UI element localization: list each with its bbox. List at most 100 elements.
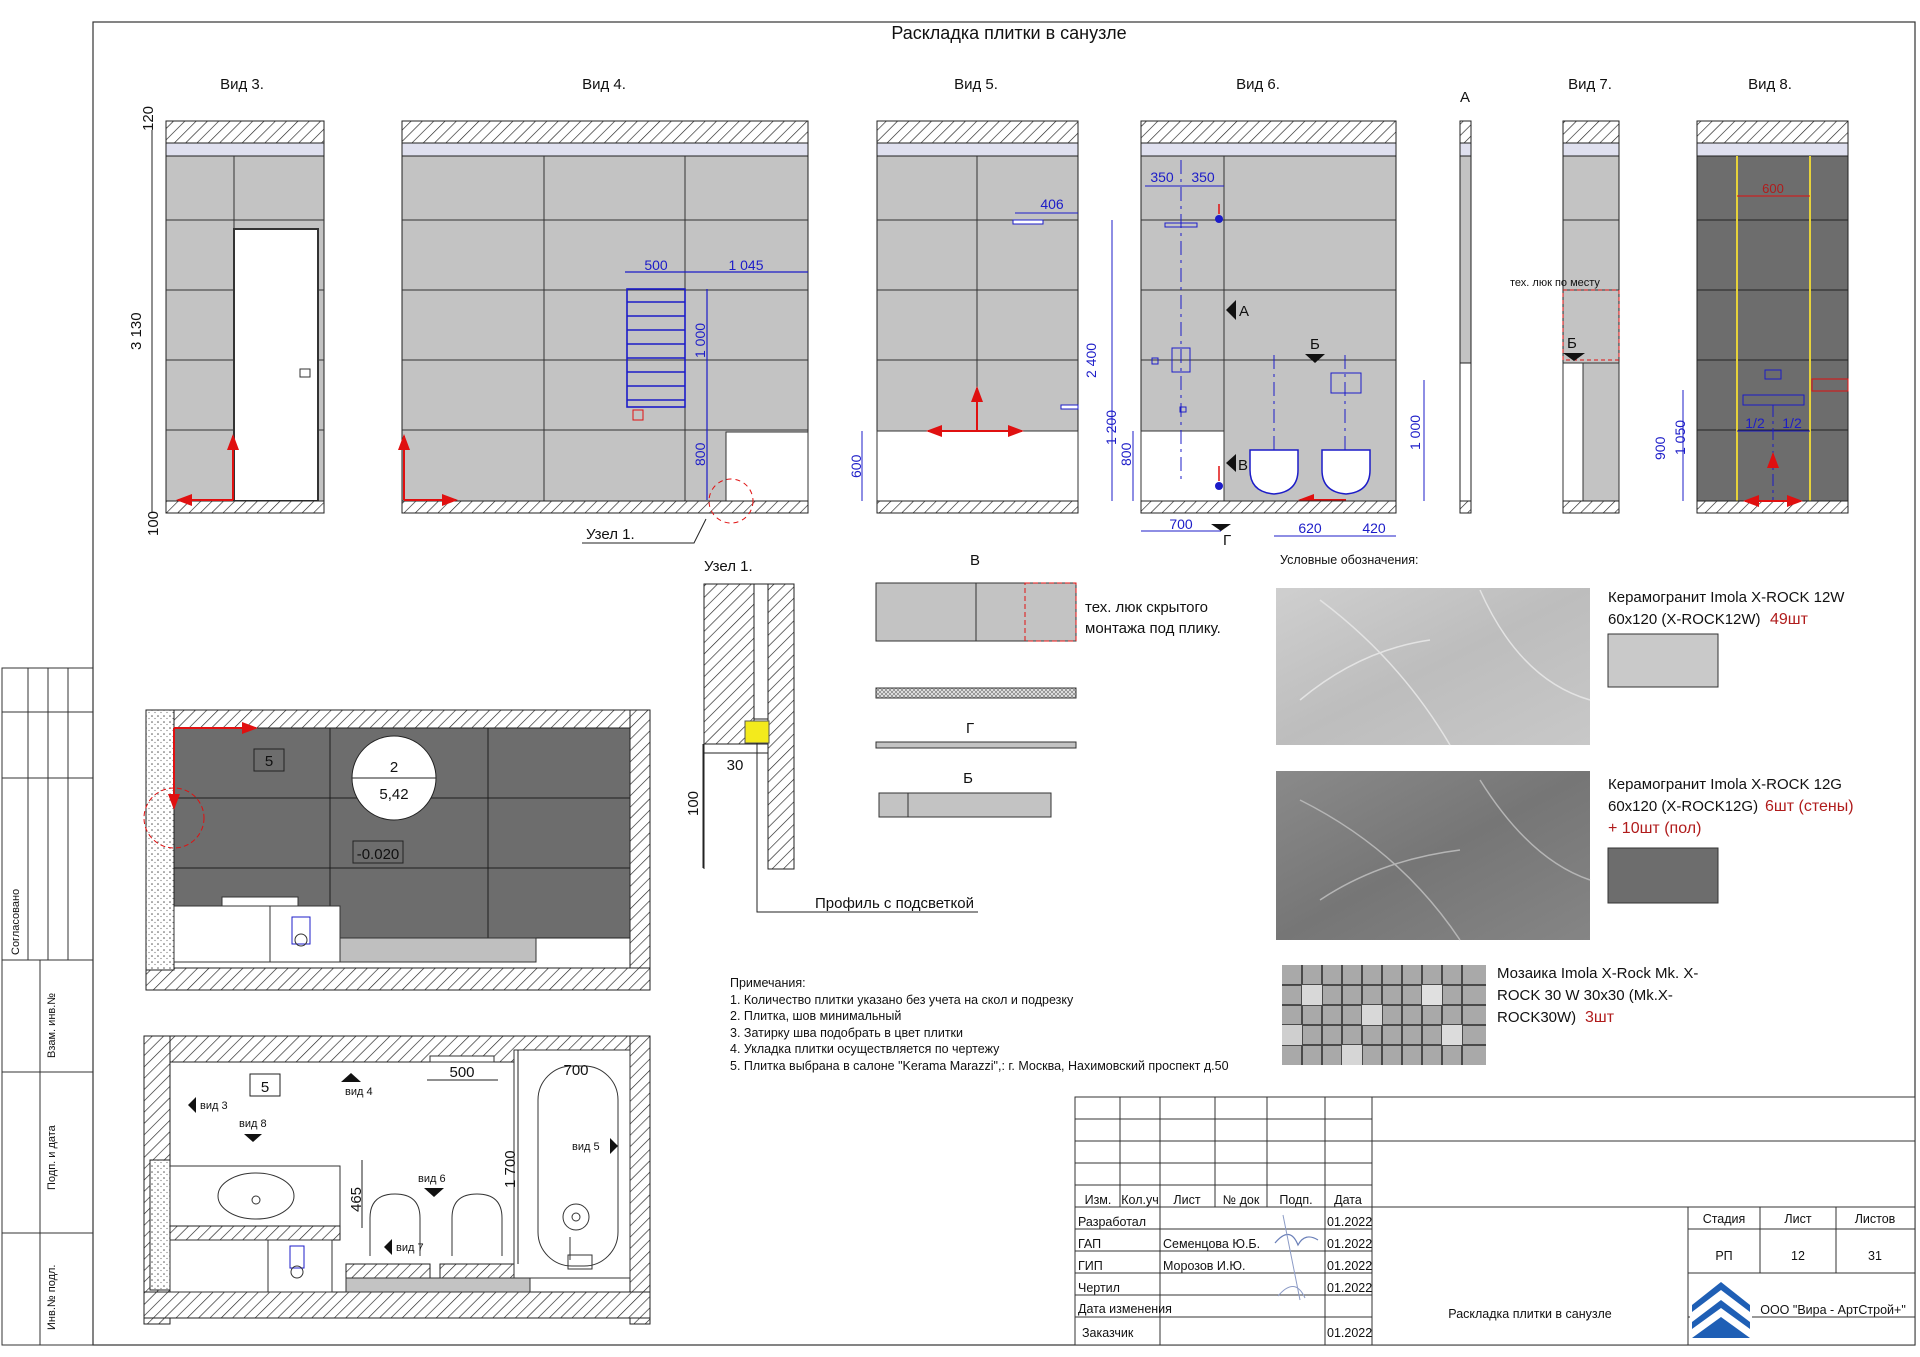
notes: Примечания: 1. Количество плитки указано… xyxy=(730,976,1229,1073)
legend-item-1-size: 60x120 (X-ROCK12W) xyxy=(1608,611,1761,628)
dim-800-v6: 800 xyxy=(1118,442,1134,466)
uzel-ref-label: Узел 1. xyxy=(586,526,635,543)
marker-a: А xyxy=(1239,303,1249,320)
tb-stage-header: Стадия xyxy=(1703,1212,1746,1226)
section-v-title: В xyxy=(970,552,980,569)
layout-plan: 500 700 1 700 465 5 вид 3 вид 4 вид 8 ви… xyxy=(143,1035,651,1325)
plan-dim-700: 700 xyxy=(563,1062,588,1079)
floor-room-no: 5 xyxy=(265,753,273,770)
dim-100: 100 xyxy=(145,511,162,536)
tb-sheets-header: Листов xyxy=(1855,1212,1896,1226)
section-b-title: Б xyxy=(963,770,973,787)
dim-2400: 2 400 xyxy=(1083,343,1099,378)
view-5: Вид 5. 406 600 xyxy=(848,76,1079,514)
view-4: Вид 4. 500 1 045 1 000 800 Узел 1. xyxy=(398,76,809,544)
tb-name-3: Морозов И.Ю. xyxy=(1163,1259,1245,1273)
hatch-place-label: тех. люк по месту xyxy=(1510,277,1600,289)
marker-b: Б xyxy=(1310,336,1320,353)
tb-sheet-header: Лист xyxy=(1784,1212,1811,1226)
profile-label: Профиль с подсветкой xyxy=(815,895,974,912)
node-1-detail: Узел 1. 30 100 Профиль с подсветкой xyxy=(685,558,978,913)
plan-dim-465: 465 xyxy=(348,1187,365,1212)
tb-role-3: ГИП xyxy=(1078,1259,1103,1273)
tb-date-1: 01.2022 xyxy=(1327,1215,1372,1229)
note-2: 2. Плитка, шов минимальный xyxy=(730,1009,901,1023)
plan-room-no: 5 xyxy=(261,1079,269,1096)
tb-hdr-sign: Подп. xyxy=(1279,1193,1312,1207)
dim-1050: 1 050 xyxy=(1672,420,1688,455)
dim-1000-v6: 1 000 xyxy=(1407,415,1423,450)
dim-700: 700 xyxy=(1169,516,1193,532)
legend-item-2-name: Керамогранит Imola X-ROCK 12G xyxy=(1608,776,1842,793)
signature-2 xyxy=(1277,1214,1306,1301)
room-area: 5,42 xyxy=(379,786,408,803)
view-7-title: Вид 7. xyxy=(1568,76,1612,93)
left-stamp: Согласовано Взам. инв.№ Подп. и дата Инв… xyxy=(1,667,94,1346)
dim-350-left: 350 xyxy=(1150,169,1174,185)
dim-half-1: 1/2 xyxy=(1745,415,1765,431)
view-5-title: Вид 5. xyxy=(954,76,998,93)
title-block: Изм. Кол.уч Лист № док Подп. Дата Разраб… xyxy=(1074,1096,1916,1346)
tile-photo-light xyxy=(1276,588,1590,745)
bathtub xyxy=(537,1065,619,1267)
hatch-note-2: монтажа под плику. xyxy=(1085,620,1221,637)
dim-half-2: 1/2 xyxy=(1782,415,1802,431)
dim-600-v8: 600 xyxy=(1762,181,1784,196)
plan-vid8: вид 8 xyxy=(239,1118,267,1130)
legend-item-2-size: 60x120 (X-ROCK12G) xyxy=(1608,798,1758,815)
plan-vid5: вид 5 xyxy=(572,1141,600,1153)
dim-1200: 1 200 xyxy=(1103,410,1119,445)
note-3: 3. Затирку шва подобрать в цвет плитки xyxy=(730,1026,963,1040)
dim-620: 620 xyxy=(1298,520,1322,536)
stamp-inv-replace: Взам. инв.№ xyxy=(46,993,58,1058)
note-1: 1. Количество плитки указано без учета н… xyxy=(730,993,1074,1007)
toilet-1 xyxy=(1249,449,1299,495)
dim-600: 600 xyxy=(848,454,864,478)
dim-900: 900 xyxy=(1652,436,1668,460)
sections-detail: В тех. люк скрытого монтажа под плику. Г… xyxy=(875,552,1221,818)
tile-photo-dark xyxy=(1276,771,1590,940)
tb-date-2: 01.2022 xyxy=(1327,1237,1372,1251)
node-1-title: Узел 1. xyxy=(704,558,753,575)
towel-rail xyxy=(626,288,686,408)
signature-1 xyxy=(1274,1233,1319,1247)
plan-vid7: вид 7 xyxy=(396,1242,424,1254)
note-4: 4. Укладка плитки осуществляется по черт… xyxy=(730,1042,1000,1056)
node-dim-30: 30 xyxy=(727,757,744,774)
tb-date-6: 01.2022 xyxy=(1327,1326,1372,1340)
tb-hdr-doc: № док xyxy=(1223,1193,1260,1207)
tb-hdr-kol: Кол.уч xyxy=(1121,1193,1159,1207)
dim-120: 120 xyxy=(140,106,157,131)
dim-800: 800 xyxy=(692,442,708,466)
dim-1045: 1 045 xyxy=(728,257,763,273)
legend-item-1-name: Керамогранит Imola X-ROCK 12W xyxy=(1608,589,1845,606)
tb-date-4: 01.2022 xyxy=(1327,1281,1372,1295)
dim-420: 420 xyxy=(1362,520,1386,536)
legend-item-3-name-2: ROCK 30 W 30x30 (Mk.X- xyxy=(1497,987,1673,1004)
legend-item-1-qty: 49шт xyxy=(1770,611,1809,628)
note-5: 5. Плитка выбрана в салоне "Kerama Maraz… xyxy=(730,1059,1229,1073)
tb-hdr-date: Дата xyxy=(1334,1193,1362,1207)
tb-role-4: Чертил xyxy=(1078,1281,1120,1295)
tb-doc-title: Раскладка плитки в санузле xyxy=(1448,1307,1611,1321)
tb-stage: РП xyxy=(1715,1249,1732,1263)
tb-role-5: Дата изменения xyxy=(1078,1302,1172,1316)
floor-level: -0.020 xyxy=(357,846,400,863)
dim-406: 406 xyxy=(1040,196,1064,212)
company-logo xyxy=(1690,1275,1752,1342)
legend-item-2-qty-floor: + 10шт (пол) xyxy=(1608,820,1701,837)
toilet-plan-1 xyxy=(369,1193,421,1256)
marker-b-v7: Б xyxy=(1567,335,1577,352)
tb-role-1: Разработал xyxy=(1078,1215,1146,1229)
legend-title: Условные обозначения: xyxy=(1280,553,1419,567)
tb-sheet: 12 xyxy=(1791,1249,1805,1263)
stamp-sign-date: Подп. и дата xyxy=(46,1124,58,1190)
tb-date-3: 01.2022 xyxy=(1327,1259,1372,1273)
tb-sheets: 31 xyxy=(1868,1249,1882,1263)
swatch-dark xyxy=(1607,847,1719,904)
marker-g: Г xyxy=(1223,532,1231,549)
plan-vid4: вид 4 xyxy=(345,1086,373,1098)
tb-hdr-list: Лист xyxy=(1173,1193,1200,1207)
view-3-title: Вид 3. xyxy=(220,76,264,93)
